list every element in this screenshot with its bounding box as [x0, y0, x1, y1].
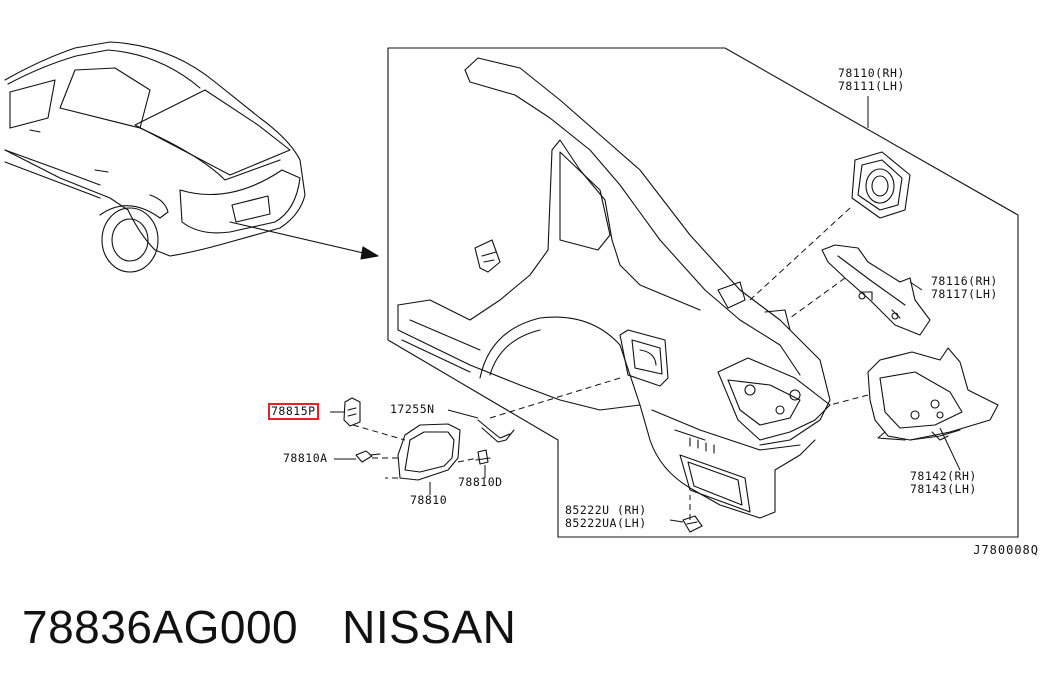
label-78117: 78117(LH) — [931, 287, 998, 301]
label-78810a: 78810A — [283, 451, 328, 465]
bracket-small — [474, 239, 501, 273]
label-78111: 78111(LH) — [838, 79, 905, 93]
label-78142: 78142(RH) — [910, 469, 977, 483]
filler-pocket — [851, 151, 911, 219]
brand-name: NISSAN — [342, 601, 517, 653]
label-78815p-highlighted[interactable]: 78815P — [268, 403, 319, 420]
bracket-78815p — [343, 397, 361, 427]
part-footer: 78836AG000 NISSAN — [22, 600, 516, 654]
leader-lines — [352, 207, 869, 520]
label-17255n: 17255N — [390, 402, 435, 416]
parts-diagram — [4, 41, 1019, 538]
diagram-reference: J780008Q — [973, 543, 1039, 557]
vehicle-thumbnail — [4, 41, 306, 273]
bumper-78810d — [477, 449, 489, 465]
label-78143: 78143(LH) — [910, 482, 977, 496]
wheelhouse-extension — [867, 347, 999, 441]
screw-78810a — [355, 450, 373, 463]
label-78110: 78110(RH) — [838, 66, 905, 80]
quarter-panel — [397, 57, 831, 519]
label-85222ua: 85222UA(LH) — [565, 516, 647, 530]
clip-85222u — [682, 515, 703, 533]
label-78116: 78116(RH) — [931, 274, 998, 288]
label-78810d: 78810D — [458, 475, 503, 489]
rear-bracket — [821, 244, 931, 336]
pointer-arrow — [229, 221, 373, 256]
part-number: 78836AG000 — [22, 601, 299, 653]
strap-17255n — [477, 419, 511, 439]
label-85222u: 85222U (RH) — [565, 503, 647, 517]
label-leaders — [330, 96, 961, 523]
assembly-frame — [387, 47, 1019, 538]
fuel-lid — [397, 423, 461, 481]
label-78810: 78810 — [410, 493, 448, 507]
